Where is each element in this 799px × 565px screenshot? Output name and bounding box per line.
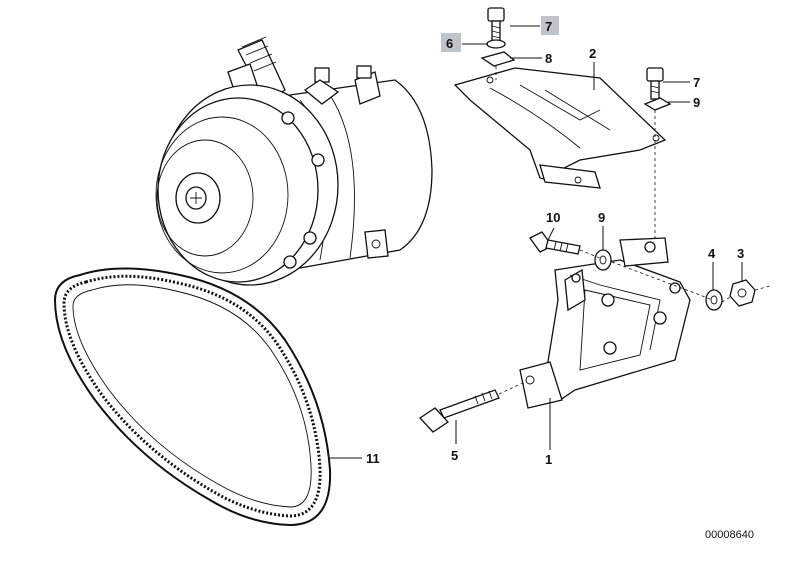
upper-bracket [453, 67, 667, 189]
washer-8 [480, 51, 516, 67]
callout-9-mid: 9 [598, 210, 605, 225]
bolt-7-top [487, 7, 505, 42]
callout-7-top: 7 [545, 19, 552, 34]
bolt-10 [529, 231, 581, 255]
ac-compressor [155, 36, 433, 286]
callout-5: 5 [451, 448, 458, 463]
nut-3 [729, 279, 756, 307]
callout-3: 3 [737, 246, 744, 261]
callout-4: 4 [708, 246, 716, 261]
callout-8: 8 [545, 51, 552, 66]
washer-9-top [643, 97, 672, 111]
callout-9-top: 9 [693, 95, 700, 110]
callout-10: 10 [546, 210, 560, 225]
callout-6: 6 [446, 36, 453, 51]
washer-9-mid [594, 249, 612, 271]
callout-7-right: 7 [693, 75, 700, 90]
washer-4 [705, 289, 723, 311]
bolt-5 [419, 389, 500, 433]
lower-bracket [519, 237, 691, 409]
callout-2: 2 [589, 46, 596, 61]
washer-6 [486, 39, 506, 49]
drive-belt [53, 267, 332, 527]
document-number: 00008640 [705, 529, 754, 541]
callout-11: 11 [366, 451, 380, 466]
bolt-7-right [646, 67, 664, 100]
callout-1: 1 [545, 452, 552, 467]
